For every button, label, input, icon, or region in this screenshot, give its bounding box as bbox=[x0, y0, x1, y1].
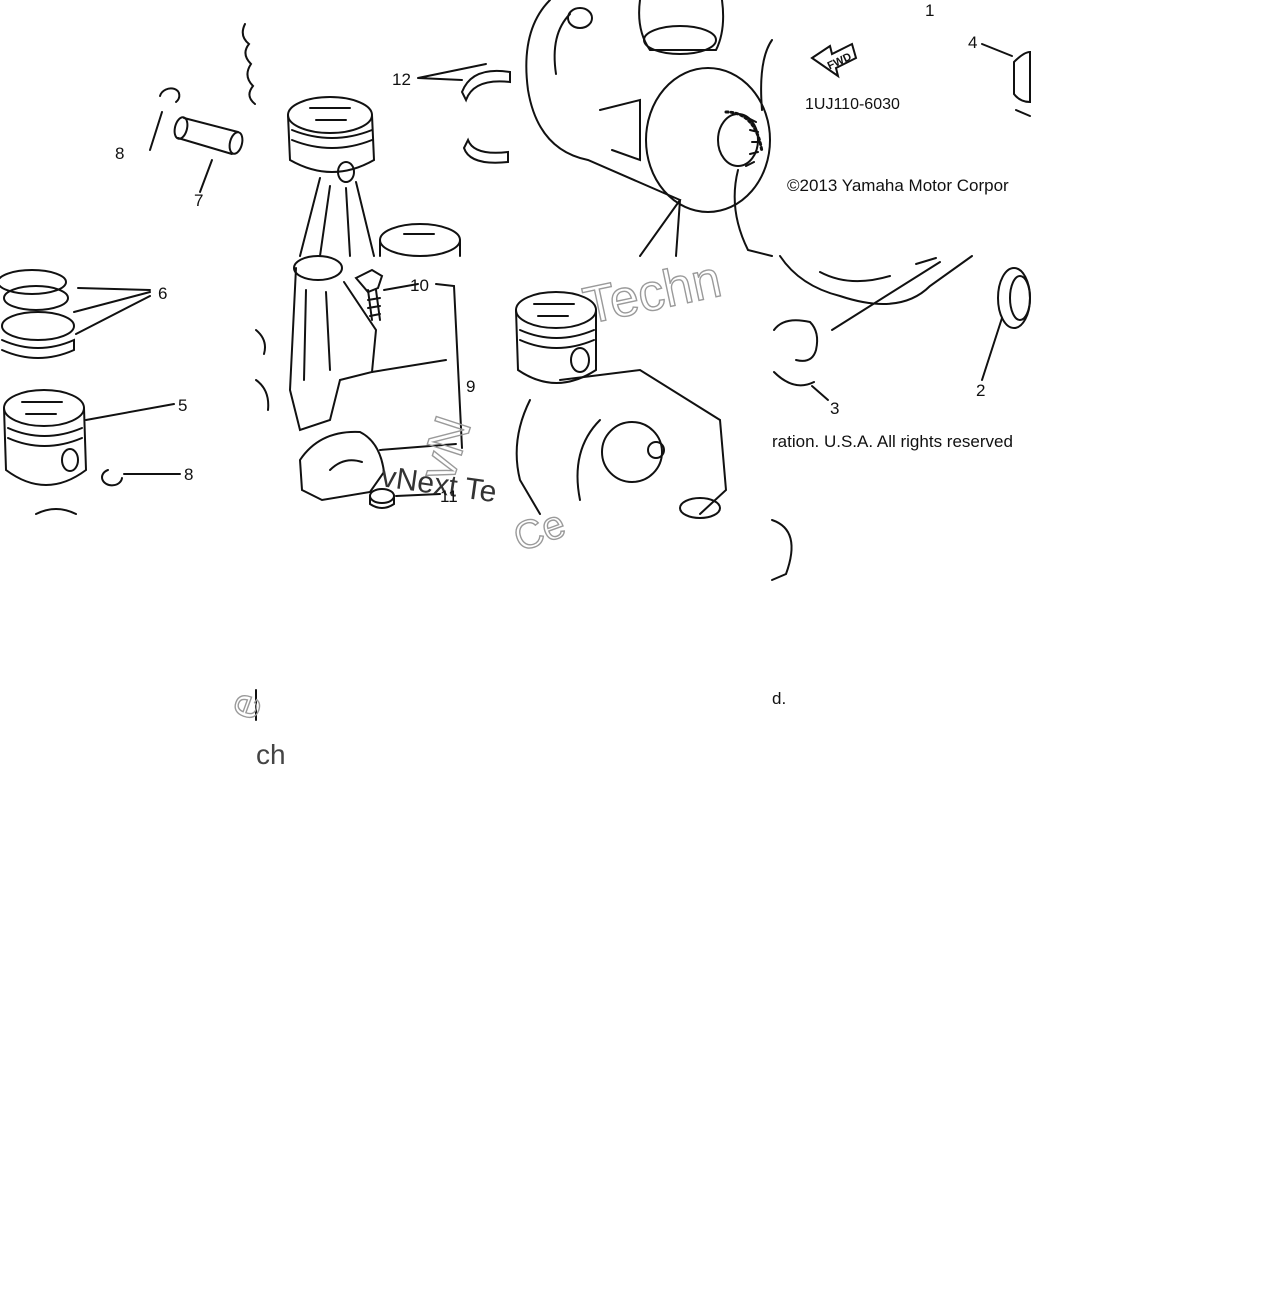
callout-3: 3 bbox=[830, 399, 839, 418]
copyright-line-1: ©2013 Yamaha Motor Corpor bbox=[787, 176, 1009, 195]
stray-fragment: d. bbox=[772, 689, 786, 708]
fwd-arrow-and-bearing-4 bbox=[810, 42, 1031, 117]
callout-5: 5 bbox=[178, 396, 187, 415]
con-rod-9-bolt-10-nut-11 bbox=[255, 255, 463, 509]
callout-8-upper: 8 bbox=[115, 144, 124, 163]
piston-rod-12-bearings bbox=[287, 63, 511, 257]
piston-ring-clip-7-8 bbox=[149, 23, 256, 193]
part-code: 1UJ110-6030 bbox=[805, 96, 900, 113]
crankshaft-upper bbox=[525, 0, 773, 257]
bearings-2-3 bbox=[773, 255, 1031, 401]
callout-8-lower: 8 bbox=[184, 465, 193, 484]
callout-1: 1 bbox=[925, 1, 934, 20]
callout-9: 9 bbox=[466, 377, 475, 396]
callout-4: 4 bbox=[968, 33, 977, 52]
callout-11: 11 bbox=[440, 487, 458, 506]
watermark-text: ch bbox=[256, 739, 286, 770]
callout-12: 12 bbox=[392, 70, 411, 89]
callout-6: 6 bbox=[158, 284, 167, 303]
crankshaft-lower bbox=[515, 291, 728, 519]
partial-fragments bbox=[255, 519, 793, 721]
callout-7: 7 bbox=[194, 191, 203, 210]
callout-10: 10 bbox=[410, 276, 429, 295]
callout-2: 2 bbox=[976, 381, 985, 400]
rings-6-piston-5-clip-8 bbox=[0, 269, 181, 515]
copyright-line-2: ration. U.S.A. All rights reserved bbox=[772, 432, 1013, 451]
